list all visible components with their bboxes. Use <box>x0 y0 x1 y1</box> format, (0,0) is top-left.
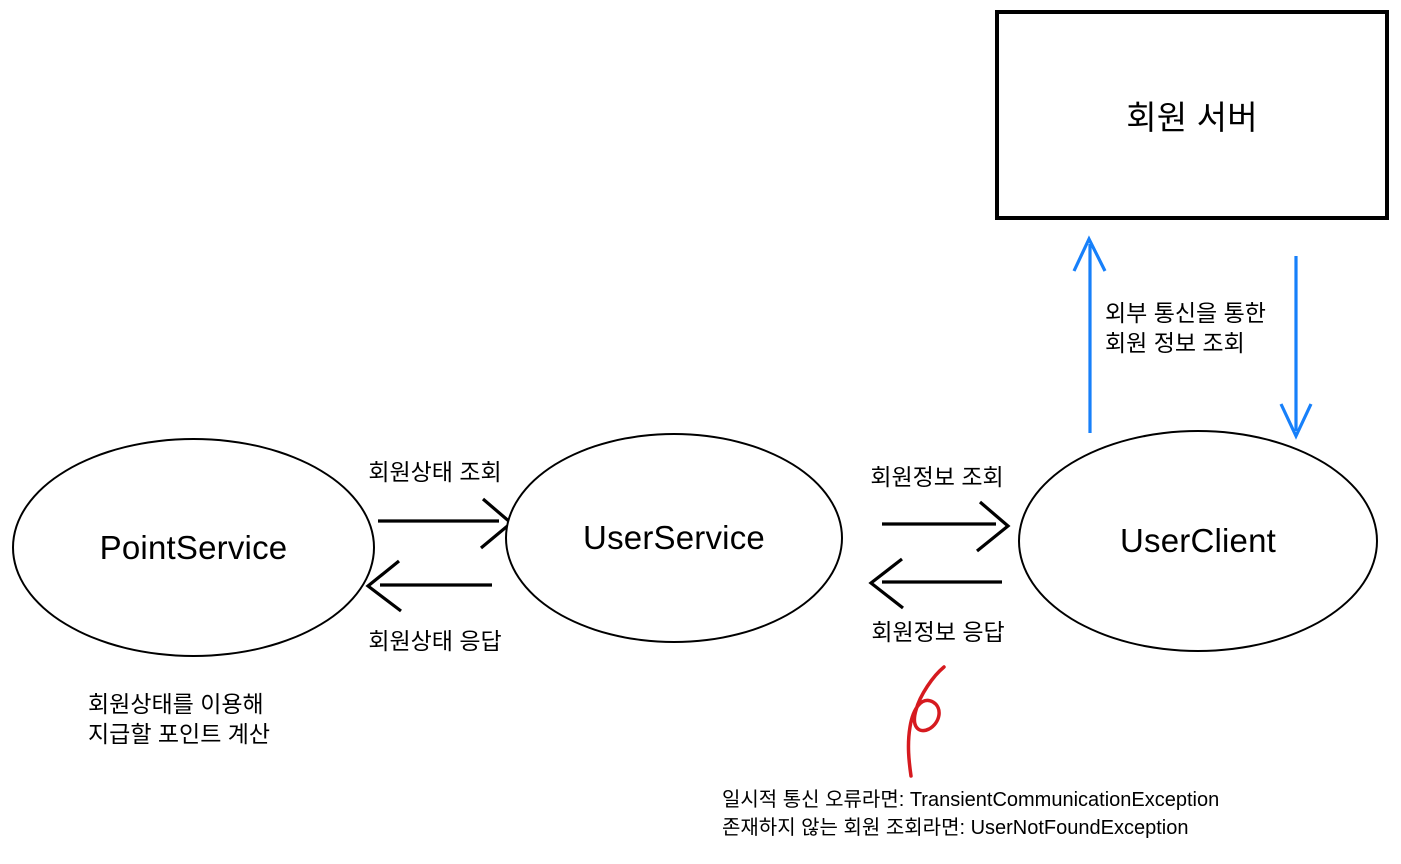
node-user-service: UserService <box>505 433 843 643</box>
edge-label-info-reply: 회원정보 응답 <box>871 619 1005 645</box>
note-point-calculation: 회원상태를 이용해 지급할 포인트 계산 <box>88 689 270 749</box>
note-exception-usernotfound: 존재하지 않는 회원 조회라면: UserNotFoundException <box>722 817 1189 839</box>
node-user-service-label: UserService <box>583 519 765 556</box>
node-point-service-label: PointService <box>99 528 288 566</box>
node-member-server-label: 회원 서버 <box>1126 99 1258 136</box>
arrow-status-reply <box>365 559 492 613</box>
node-point-service: PointService <box>12 438 375 657</box>
node-user-client: UserClient <box>1018 430 1378 652</box>
note-exception-transient: 일시적 통신 오류라면: TransientCommunicationExcep… <box>722 789 1220 811</box>
arrow-external-down <box>1279 256 1313 440</box>
red-pen-mark <box>906 665 946 778</box>
edge-label-external-call-line2: 회원 정보 조회 <box>1105 330 1245 356</box>
arrow-info-query <box>882 500 1011 553</box>
note-point-calculation-line2: 지급할 포인트 계산 <box>88 721 271 747</box>
edge-label-external-call: 외부 통신을 통한 회원 정보 조회 <box>1105 298 1266 358</box>
node-member-server: 회원 서버 <box>995 10 1389 220</box>
arrow-info-reply <box>868 557 1002 610</box>
edge-label-info-query: 회원정보 조회 <box>870 464 1004 490</box>
arrow-external-up <box>1072 235 1107 433</box>
edge-label-external-call-line1: 외부 통신을 통한 <box>1105 300 1266 326</box>
note-point-calculation-line1: 회원상태를 이용해 <box>88 691 264 717</box>
arrow-status-query <box>378 497 514 550</box>
node-user-client-label: UserClient <box>1119 522 1277 559</box>
edge-label-status-query: 회원상태 조회 <box>368 459 502 485</box>
edge-label-status-reply: 회원상태 응답 <box>368 628 502 654</box>
note-exceptions: 일시적 통신 오류라면: TransientCommunicationExcep… <box>722 786 1219 842</box>
